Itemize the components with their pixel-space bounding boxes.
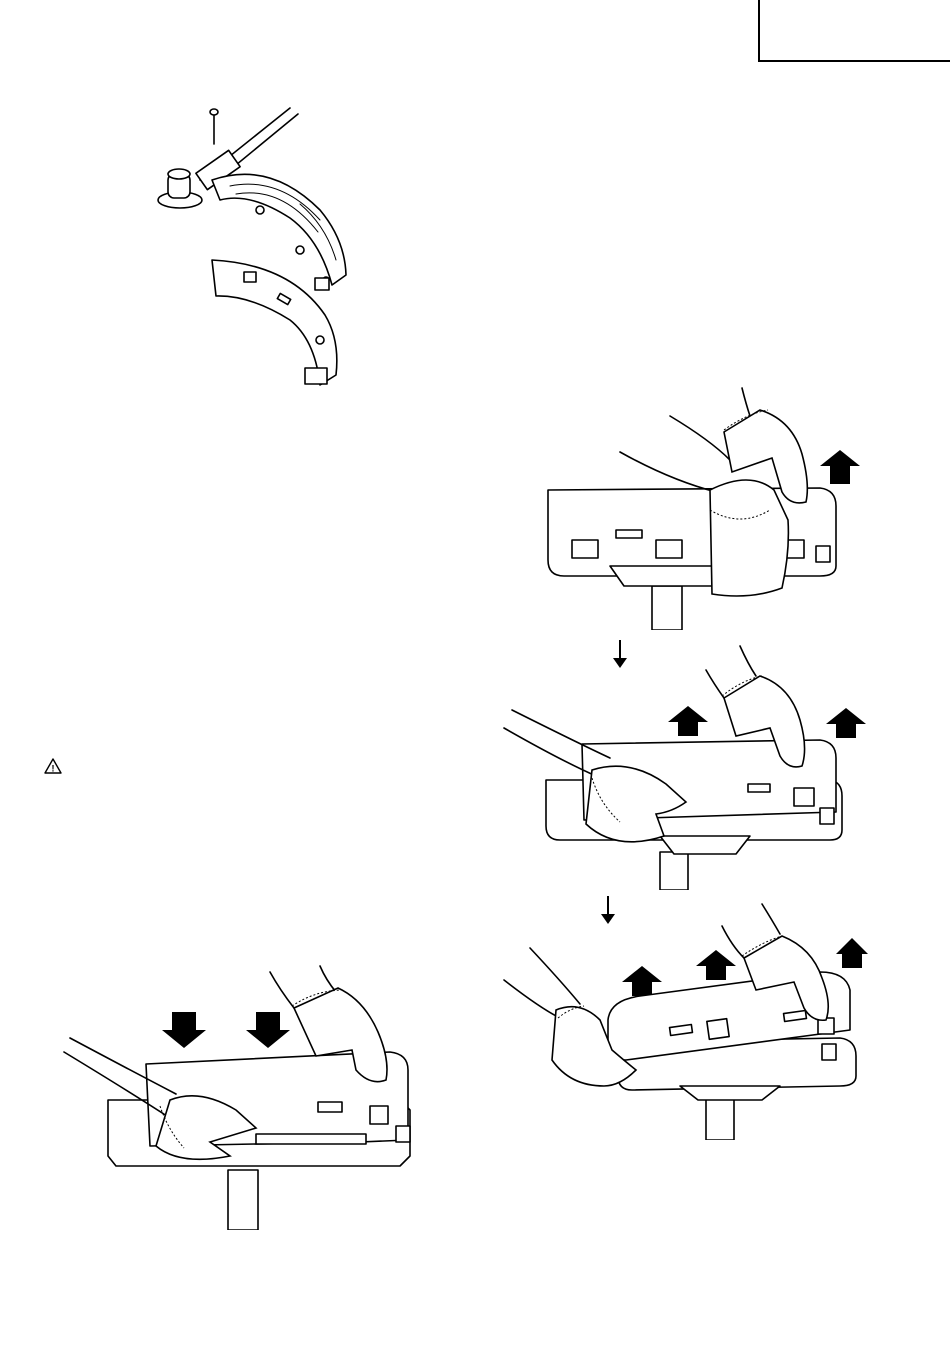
guard-assembly-figure bbox=[150, 100, 360, 400]
page-section-tab bbox=[758, 0, 950, 62]
guard-remove-step-3-figure bbox=[500, 900, 870, 1140]
up-arrow-icon bbox=[622, 966, 662, 996]
up-arrow-icon bbox=[820, 450, 860, 484]
warning-symbol: ! bbox=[52, 764, 55, 774]
guard-remove-step-2-figure bbox=[500, 640, 870, 890]
handle-shaft bbox=[706, 1096, 734, 1140]
down-arrow-icon bbox=[162, 1012, 206, 1048]
handle-shaft bbox=[660, 852, 688, 890]
up-arrow-icon bbox=[836, 938, 868, 968]
down-arrow-icon bbox=[246, 1012, 290, 1048]
bolt-icon bbox=[210, 109, 218, 144]
up-arrow-icon bbox=[826, 708, 866, 738]
guard-fit-figure bbox=[60, 960, 430, 1230]
guard-remove-step-1-figure bbox=[520, 380, 870, 630]
handle-shaft bbox=[228, 1170, 258, 1230]
gear-head bbox=[158, 169, 202, 208]
up-arrow-icon bbox=[668, 706, 708, 736]
warning-icon: ! bbox=[44, 758, 62, 774]
handle-shaft bbox=[652, 586, 682, 630]
up-arrow-icon bbox=[696, 950, 736, 980]
